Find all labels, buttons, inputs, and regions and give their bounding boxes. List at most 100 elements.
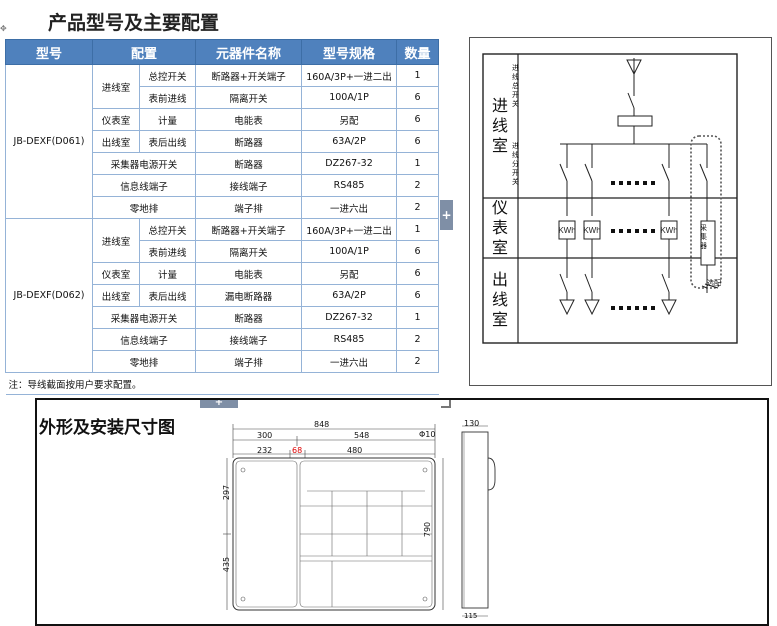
collector-label: 采集器	[700, 224, 707, 250]
qty-cell: 2	[396, 174, 440, 197]
table-note-row: 注：导线截面按用户要求配置。	[5, 372, 439, 395]
component-cell: 断路器	[195, 130, 303, 153]
side-view-drawing	[461, 425, 496, 617]
spec-cell: 一进六出	[301, 350, 398, 373]
table-row: 信息线端子 接线端子 RS485 2	[6, 328, 440, 351]
table-row: 仪表室 计量 电能表 另配 6	[6, 262, 440, 285]
table-row: 零地排 端子排 一进六出 2	[6, 196, 440, 219]
component-cell: 接线端子	[195, 328, 303, 351]
qty-cell: 2	[396, 328, 440, 351]
component-cell: 隔离开关	[195, 240, 303, 263]
item-cell: 零地排	[91, 350, 197, 373]
table-row: 出线室 表后出线 漏电断路器 63A/2P 6	[6, 284, 440, 307]
branch-switch-icon	[661, 144, 670, 216]
meter-icon: KWh	[583, 220, 601, 240]
meter-icon: KWh	[558, 220, 576, 240]
spec-cell: DZ267-32	[301, 152, 398, 175]
spec-cell: 一进六出	[301, 196, 398, 219]
branch-switch-label: 进线分开关	[512, 142, 519, 186]
room-cell: 出线室	[92, 284, 140, 307]
qty-cell: 2	[396, 196, 440, 219]
table-row: 仪表室 计量 电能表 另配 6	[6, 108, 440, 131]
item-cell: 总控开关	[138, 64, 197, 87]
dim-lower-height: 435	[222, 556, 232, 573]
item-cell: 计量	[138, 262, 197, 285]
dim-right-width: 548	[354, 431, 370, 440]
item-cell: 采集器电源开关	[91, 306, 197, 329]
room-cell: 进线室	[92, 218, 140, 263]
component-cell: 断路器+开关端子	[195, 218, 303, 241]
resize-corner-icon[interactable]	[441, 398, 451, 408]
component-cell: 断路器+开关端子	[195, 64, 303, 87]
dim-depth-bottom: 115	[464, 612, 478, 620]
qty-cell: 6	[396, 108, 440, 131]
qty-cell: 1	[396, 218, 440, 241]
component-cell: 断路器	[195, 152, 303, 175]
room-label-incoming: 进线室	[491, 96, 508, 155]
room-cell: 仪表室	[92, 262, 140, 285]
qty-cell: 6	[396, 284, 440, 307]
component-cell: 隔离开关	[195, 86, 303, 109]
col-header-config: 配置	[91, 39, 197, 65]
spec-cell: 63A/2P	[301, 284, 398, 307]
dim-inner-right: 480	[347, 446, 363, 455]
component-cell: 电能表	[195, 262, 303, 285]
qty-cell: 6	[396, 240, 440, 263]
item-cell: 总控开关	[138, 218, 197, 241]
outgoing-breaker-icon	[584, 273, 600, 316]
col-header-component: 元器件名称	[195, 39, 303, 65]
item-cell: 采集器电源开关	[91, 152, 197, 175]
spec-cell: DZ267-32	[301, 306, 398, 329]
spec-cell: 160A/3P+一进二出	[301, 64, 398, 87]
dim-depth: 130	[464, 419, 480, 428]
outline-frame: 外形及安装尺寸图 848 300 54	[35, 398, 769, 626]
table-row: 零地排 端子排 一进六出 2	[6, 350, 440, 373]
table-row: 表前进线 隔离开关 100A/1P 6	[6, 86, 440, 109]
qty-cell: 2	[396, 350, 440, 373]
dim-left-width: 300	[257, 431, 273, 440]
spec-cell: 100A/1P	[301, 86, 398, 109]
schematic-frame: KWh KWh KWh	[469, 37, 772, 386]
qty-cell: 1	[396, 152, 440, 175]
table-row: 表前进线 隔离开关 100A/1P 6	[6, 240, 440, 263]
col-header-spec: 型号规格	[301, 39, 398, 65]
item-cell: 表前进线	[138, 240, 197, 263]
dim-upper-height: 297	[222, 484, 232, 501]
branch-switch-icon	[559, 144, 568, 216]
qty-cell: 6	[396, 86, 440, 109]
col-header-qty: 数量	[396, 39, 440, 65]
qty-cell: 6	[396, 262, 440, 285]
component-cell: 电能表	[195, 108, 303, 131]
item-cell: 计量	[138, 108, 197, 131]
outline-title: 外形及安装尺寸图	[39, 418, 175, 438]
svg-text:KWh: KWh	[583, 226, 600, 235]
spec-cell: 另配	[301, 108, 398, 131]
table-row: JB-DEXF(D061) 进线室 总控开关 断路器+开关端子 160A/3P+…	[5, 64, 440, 219]
table-note: 注：导线截面按用户要求配置。	[5, 372, 439, 395]
main-switch-icon	[617, 82, 653, 144]
outgoing-breaker-icon	[559, 273, 575, 316]
front-view-drawing	[223, 424, 444, 611]
dim-total-height: 790	[423, 521, 433, 538]
item-cell: 表前进线	[138, 86, 197, 109]
item-cell: 零地排	[91, 196, 197, 219]
page-title: 产品型号及主要配置	[48, 12, 220, 34]
item-cell: 表后出线	[138, 130, 197, 153]
room-label-meter: 仪表室	[491, 198, 508, 257]
room-cell: 出线室	[92, 130, 140, 153]
svg-text:KWh: KWh	[660, 226, 677, 235]
spec-cell: RS485	[301, 328, 398, 351]
qty-cell: 1	[396, 64, 440, 87]
table-add-row-handle[interactable]: +	[200, 398, 238, 408]
qty-cell: 6	[396, 130, 440, 153]
main-switch-label: 进线总开关	[512, 64, 519, 108]
spec-cell: 63A/2P	[301, 130, 398, 153]
room-label-outgoing: 出线室	[491, 270, 508, 329]
component-cell: 漏电断路器	[195, 284, 303, 307]
item-cell: 信息线端子	[91, 328, 197, 351]
table-row: 信息线端子 接线端子 RS485 2	[6, 174, 440, 197]
component-cell: 端子排	[195, 196, 303, 219]
table-row: JB-DEXF(D062) 进线室 总控开关 断路器+开关端子 160A/3P+…	[5, 218, 440, 373]
table-add-column-handle[interactable]: +	[440, 200, 453, 230]
item-cell: 表后出线	[138, 284, 197, 307]
